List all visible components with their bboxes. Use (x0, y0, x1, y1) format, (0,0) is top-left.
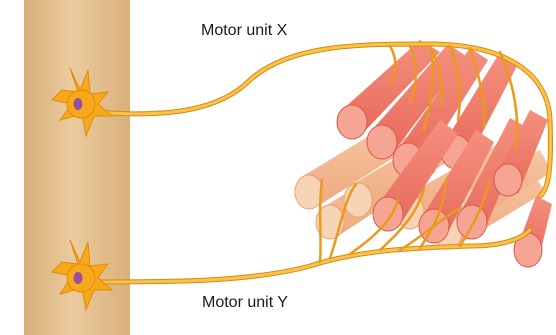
nucleus-y (74, 272, 83, 284)
nucleus-x (74, 98, 83, 110)
motor-unit-y-label: Motor unit Y (202, 294, 288, 312)
motor-unit-x-label: Motor unit X (201, 22, 287, 40)
